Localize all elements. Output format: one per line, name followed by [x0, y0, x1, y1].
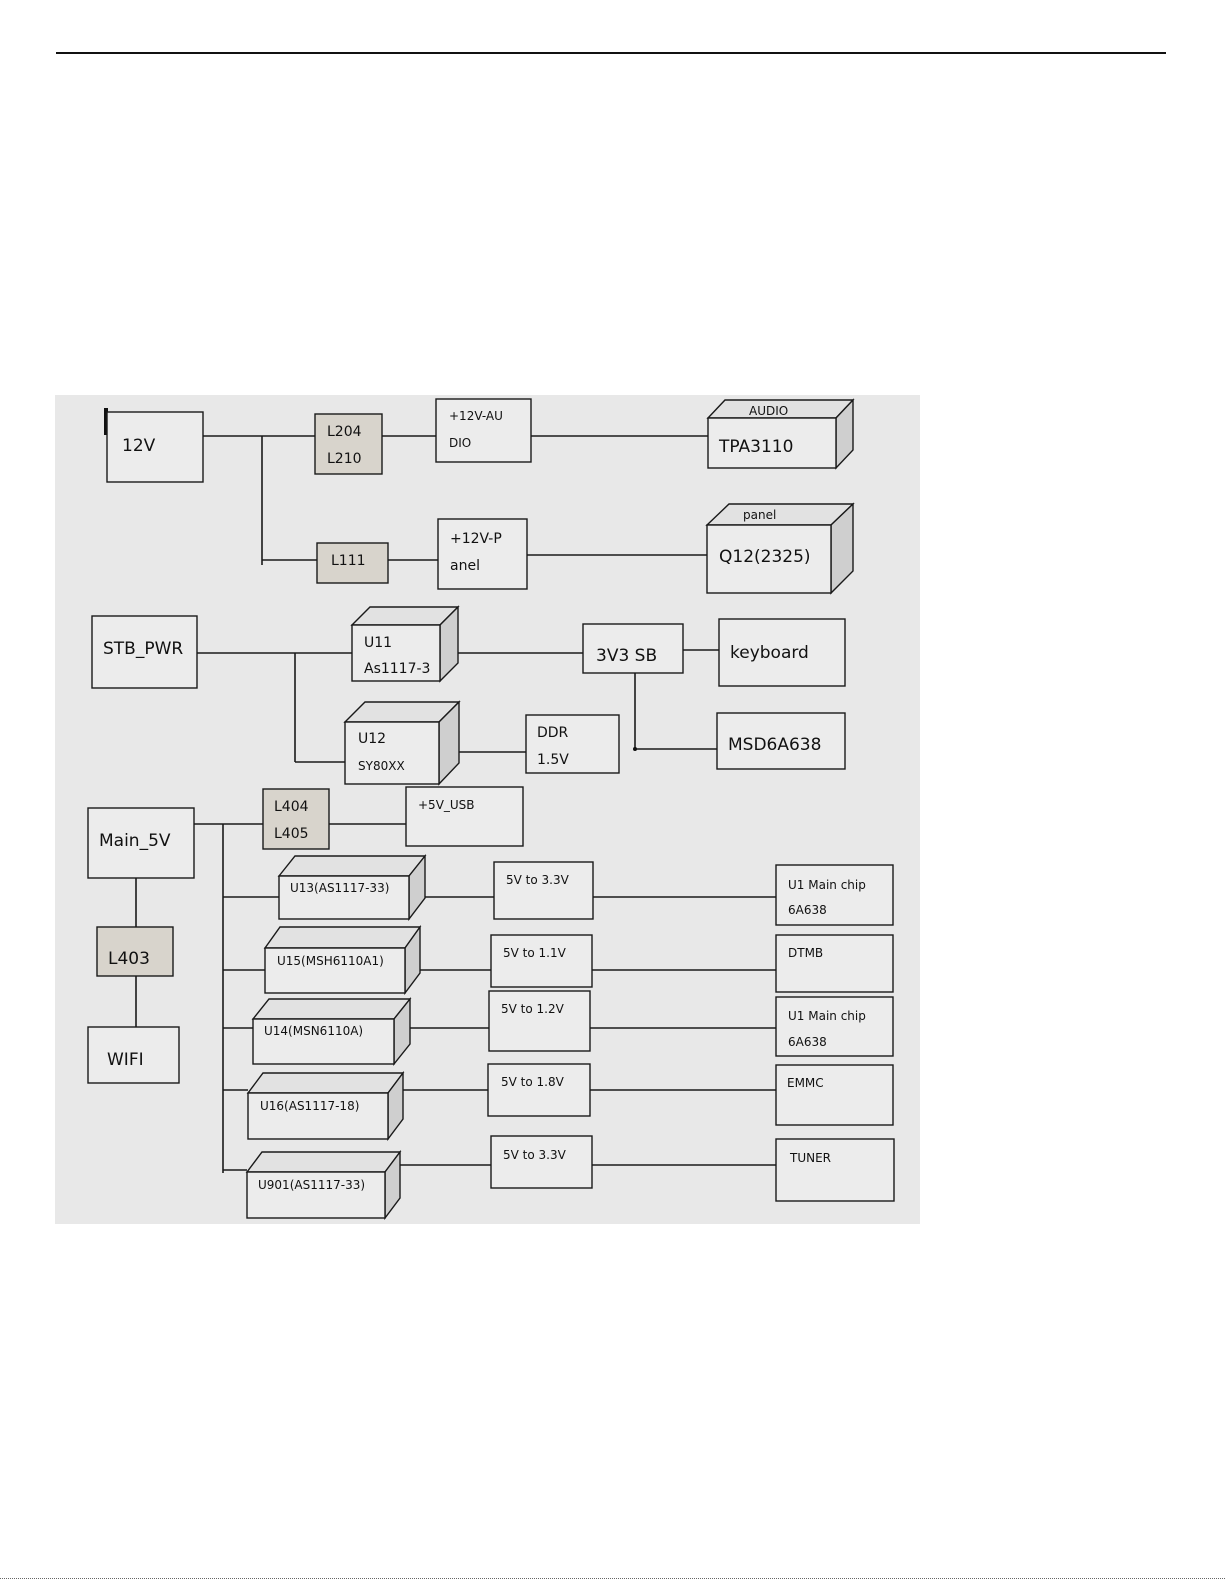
label-stb-pwr: STB_PWR: [103, 639, 183, 659]
label-12v: 12V: [122, 436, 156, 456]
regulator-row: U15(MSH6110A1) 5V to 1.1V DTMB: [263, 924, 894, 996]
regulator-row: U901(AS1117-33) 5V to 3.3V TUNER: [245, 1135, 895, 1221]
label-u12-line2: SY80XX: [358, 759, 405, 773]
regulator-name: U14(MSN6110A): [264, 1024, 363, 1038]
label-l403: L403: [108, 949, 150, 969]
label-l111: L111: [331, 553, 366, 569]
power-tree-diagram: 12V L204 L210 +12V-AU DIO AUDIO TPA3110 …: [55, 395, 920, 1224]
target-line1: DTMB: [788, 946, 823, 960]
label-panel-line1: +12V-P: [450, 531, 502, 547]
label-3v3-sb: 3V3 SB: [596, 646, 657, 666]
regulator-row: U16(AS1117-18) 5V to 1.8V EMMC: [246, 1063, 894, 1142]
block-12v: 12V: [106, 411, 204, 483]
label-ddr-line2: 1.5V: [537, 752, 569, 768]
block-u11: U11 As1117-3: [350, 605, 460, 683]
converter-label: 5V to 1.2V: [501, 1002, 565, 1016]
regulator-row: U14(MSN6110A) 5V to 1.2V U1 Main chip 6A…: [251, 990, 894, 1066]
regulator-name: U901(AS1117-33): [258, 1178, 365, 1192]
label-wifi: WIFI: [107, 1050, 144, 1070]
target-line1: U1 Main chip: [788, 1009, 866, 1023]
converter-label: 5V to 1.8V: [501, 1075, 565, 1089]
block-12v-panel: +12V-P anel: [437, 518, 528, 590]
footer-rule: [0, 1578, 1225, 1579]
label-audio-tag: AUDIO: [749, 404, 788, 418]
label-l405: L405: [274, 826, 309, 842]
regulator-name: U15(MSH6110A1): [277, 954, 384, 968]
block-3v3-sb: 3V3 SB: [582, 623, 684, 674]
inductor-l403: L403: [96, 926, 174, 977]
block-5v-usb: +5V_USB: [405, 786, 524, 847]
target-line2: 6A638: [788, 903, 827, 917]
label-u12-line1: U12: [358, 731, 386, 747]
block-main-5v: Main_5V: [87, 807, 195, 879]
block-u12: U12 SY80XX: [343, 700, 461, 786]
target-line1: U1 Main chip: [788, 878, 866, 892]
label-panel-line2: anel: [450, 558, 480, 574]
label-keyboard: keyboard: [730, 643, 809, 663]
label-panel-tag: panel: [743, 508, 776, 522]
inductor-l204-l210: L204 L210: [314, 413, 383, 475]
label-q12: Q12(2325): [719, 547, 811, 567]
converter-label: 5V to 3.3V: [503, 1148, 567, 1162]
regulator-name: U13(AS1117-33): [290, 881, 389, 895]
header-rule: [56, 52, 1166, 54]
label-tpa3110: TPA3110: [718, 437, 793, 457]
inductor-l111: L111: [316, 542, 389, 584]
converter-label: 5V to 3.3V: [506, 873, 570, 887]
wires: [104, 408, 776, 1173]
label-u11-line2: As1117-3: [364, 661, 430, 677]
block-stb-pwr: STB_PWR: [91, 615, 198, 689]
label-u11-line1: U11: [364, 635, 392, 651]
label-5v-usb: +5V_USB: [418, 798, 475, 812]
label-l210: L210: [327, 451, 362, 467]
inductor-l404-l405: L404 L405: [262, 788, 330, 850]
label-audio-line2: DIO: [449, 436, 471, 450]
regulator-row: U13(AS1117-33) 5V to 3.3V U1 Main chip 6…: [277, 854, 894, 926]
block-tpa3110: AUDIO TPA3110: [706, 398, 855, 470]
block-q12: panel Q12(2325): [705, 502, 855, 595]
label-l404: L404: [274, 799, 309, 815]
block-keyboard: keyboard: [718, 618, 846, 687]
label-ddr-line1: DDR: [537, 725, 569, 741]
target-line1: EMMC: [787, 1076, 824, 1090]
block-12v-audio: +12V-AU DIO: [435, 398, 532, 463]
target-line1: TUNER: [789, 1151, 831, 1165]
converter-label: 5V to 1.1V: [503, 946, 567, 960]
label-audio-line1: +12V-AU: [449, 409, 503, 423]
label-main-5v: Main_5V: [99, 831, 171, 851]
block-ddr: DDR 1.5V: [525, 714, 620, 774]
target-line2: 6A638: [788, 1035, 827, 1049]
block-msd6a638: MSD6A638: [716, 712, 846, 770]
block-wifi: WIFI: [87, 1026, 180, 1084]
regulator-name: U16(AS1117-18): [260, 1099, 359, 1113]
label-l204: L204: [327, 424, 362, 440]
label-msd6a638: MSD6A638: [728, 735, 821, 755]
